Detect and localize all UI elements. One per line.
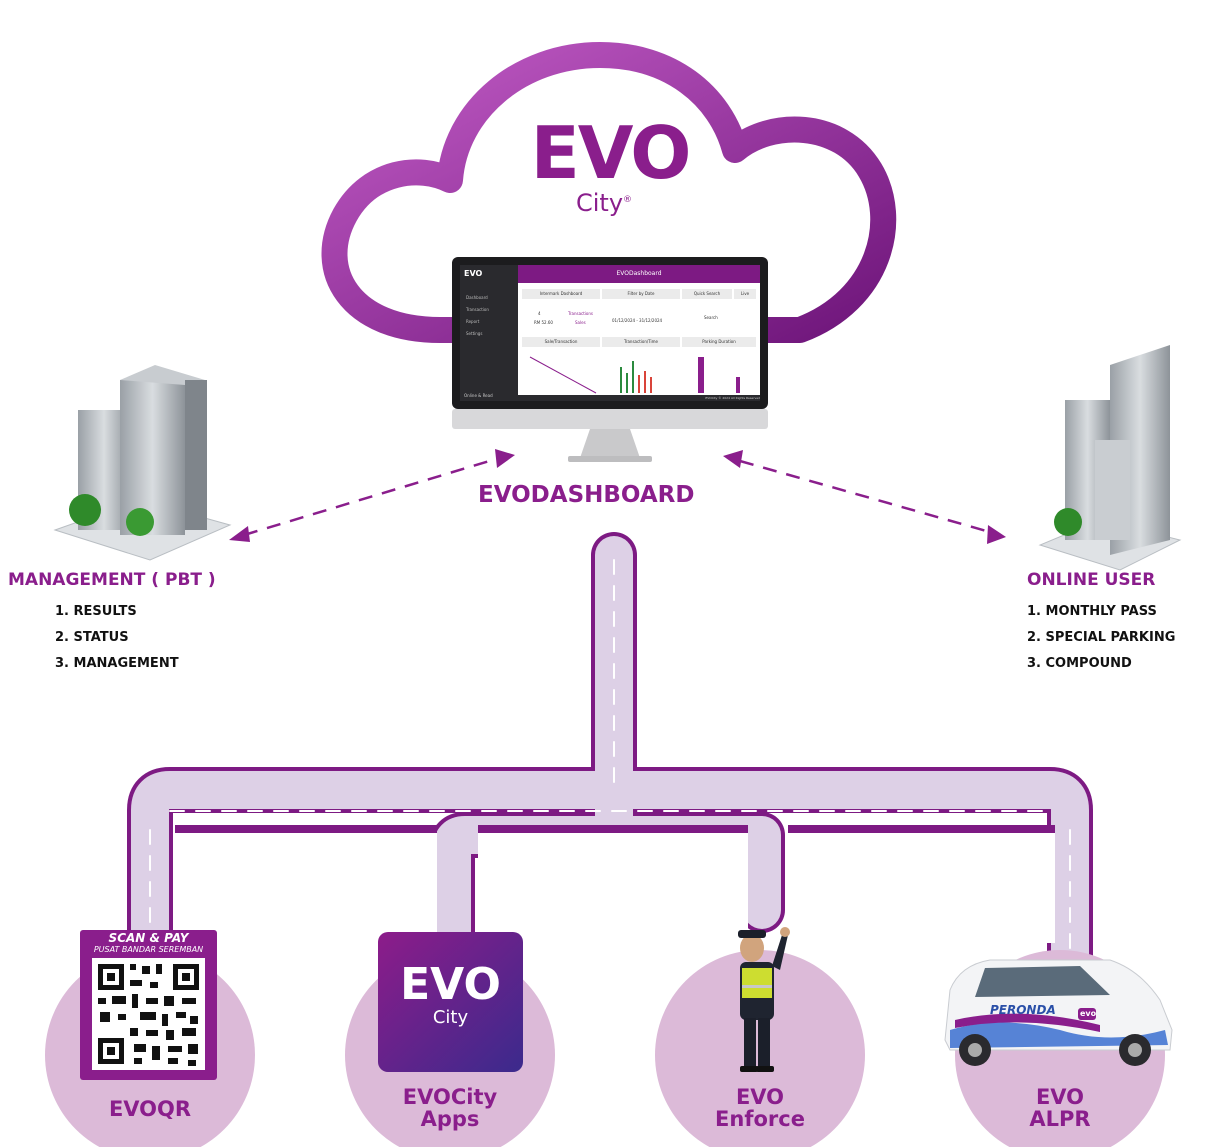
node-label-enforce: EVO Enforce (680, 1086, 840, 1130)
arrowhead-dash-right (723, 450, 743, 468)
qr-card (80, 930, 217, 1080)
evocity-app-icon (378, 932, 523, 1072)
cloud-shape (321, 42, 897, 343)
screen-chart2-title: Transaction/Time (602, 337, 680, 347)
node-enforce-brand: EVO (735, 1085, 785, 1109)
screen-bar-filter[interactable]: Filter by Date (602, 289, 680, 299)
screen-menu-dashboard[interactable]: Dashboard (466, 295, 488, 300)
car-label: PERONDA (990, 1003, 1056, 1017)
screen-mini-charts (529, 356, 740, 394)
road-network (127, 532, 1093, 1033)
node-alpr-line2: ALPR (1029, 1107, 1091, 1131)
screen-footer: EVOCity © 2024 All Rights Reserved (518, 395, 760, 401)
arrow-management (243, 457, 497, 537)
management-building (53, 365, 232, 561)
cloud-logo-reg: ® (623, 195, 633, 205)
screen-menu-settings[interactable]: Settings (466, 331, 483, 336)
patrol-car (944, 959, 1173, 1066)
node-qr-brand: EVO (108, 1097, 158, 1121)
node-label-qr: EVOQR (70, 1098, 230, 1120)
screen-logo: EVO (464, 269, 483, 278)
node-label-alpr: EVO ALPR (980, 1086, 1140, 1130)
screen-bar-search[interactable]: Quick Search (682, 289, 732, 299)
qr-card-header: SCAN & PAY PUSAT BANDAR SEREMBAN (80, 932, 217, 955)
screen-stat-transactions: Transactions (568, 311, 593, 316)
arrowhead-right (987, 525, 1006, 544)
officer-figure (738, 927, 790, 1072)
management-item: 2. STATUS (55, 630, 129, 645)
management-list: 1. RESULTS 2. STATUS 3. MANAGEMENT (55, 599, 179, 677)
screen-chart1-title: Sale/Transaction (522, 337, 600, 347)
online-user-item: 1. MONTHLY PASS (1027, 604, 1157, 619)
online-user-building (1038, 345, 1182, 571)
node-alpr-brand: EVO (1035, 1085, 1085, 1109)
arrowhead-left (229, 526, 250, 542)
car-badge: evo (1080, 1009, 1097, 1018)
dashboard-label: EVODASHBOARD (478, 482, 694, 508)
dashboard-screen: EVO Dashboard Transaction Report Setting… (460, 265, 760, 401)
dashboard-label-rest: DASHBOARD (530, 482, 695, 508)
screen-stat-sales: Sales (575, 320, 586, 325)
qr-location: PUSAT BANDAR SEREMBAN (93, 945, 204, 954)
online-user-item: 3. COMPOUND (1027, 656, 1132, 671)
arrow-online-user (739, 459, 991, 534)
node-label-apps: EVOCity Apps (370, 1086, 530, 1130)
screen-sidebar-footer: Online & Read (464, 393, 493, 398)
cloud-evo-logo: EVO City® (520, 111, 700, 215)
management-title: MANAGEMENT ( PBT ) (8, 570, 216, 590)
screen-chart3-title: Parking Duration (682, 337, 756, 347)
node-apps-rest: City (450, 1085, 498, 1109)
screen-stat-amount: RM 52.60 (534, 320, 553, 325)
management-item: 3. MANAGEMENT (55, 656, 179, 671)
screen-date-range: 01/12/2024 - 31/12/2024 (612, 318, 663, 323)
online-user-item: 2. SPECIAL PARKING (1027, 630, 1176, 645)
dashboard-label-brand: EVO (478, 482, 531, 508)
cloud-logo-city: City (576, 189, 624, 217)
arrowhead-dash-left (495, 449, 515, 468)
qr-scan-pay: SCAN & PAY (108, 931, 189, 945)
app-icon-sub: City (432, 1007, 469, 1028)
screen-sidebar: EVO Dashboard Transaction Report Setting… (460, 265, 518, 401)
cloud-logo-brand: EVO (530, 111, 692, 195)
cloud-logo-sub: City® (576, 188, 700, 215)
screen-bar-live[interactable]: Live (734, 289, 756, 299)
screen-bar-dashboard: Intermark Dashboard (522, 289, 600, 299)
node-enforce-line2: Enforce (715, 1107, 805, 1131)
online-user-title: ONLINE USER (1027, 570, 1156, 590)
screen-stat-count: 4 (538, 311, 541, 316)
app-icon-brand: EVO (400, 959, 501, 1010)
node-qr-rest: QR (157, 1097, 192, 1121)
node-apps-brand: EVO (402, 1085, 451, 1109)
online-user-list: 1. MONTHLY PASS 2. SPECIAL PARKING 3. CO… (1027, 599, 1175, 677)
screen-menu-transaction[interactable]: Transaction (466, 307, 489, 312)
management-item: 1. RESULTS (55, 604, 137, 619)
node-apps-line2: Apps (420, 1107, 480, 1131)
screen-header: EVODashboard (518, 265, 760, 283)
app-icon-text: EVO City (378, 962, 523, 1028)
screen-menu-report[interactable]: Report (466, 319, 480, 324)
screen-search-label[interactable]: Search (704, 315, 718, 320)
